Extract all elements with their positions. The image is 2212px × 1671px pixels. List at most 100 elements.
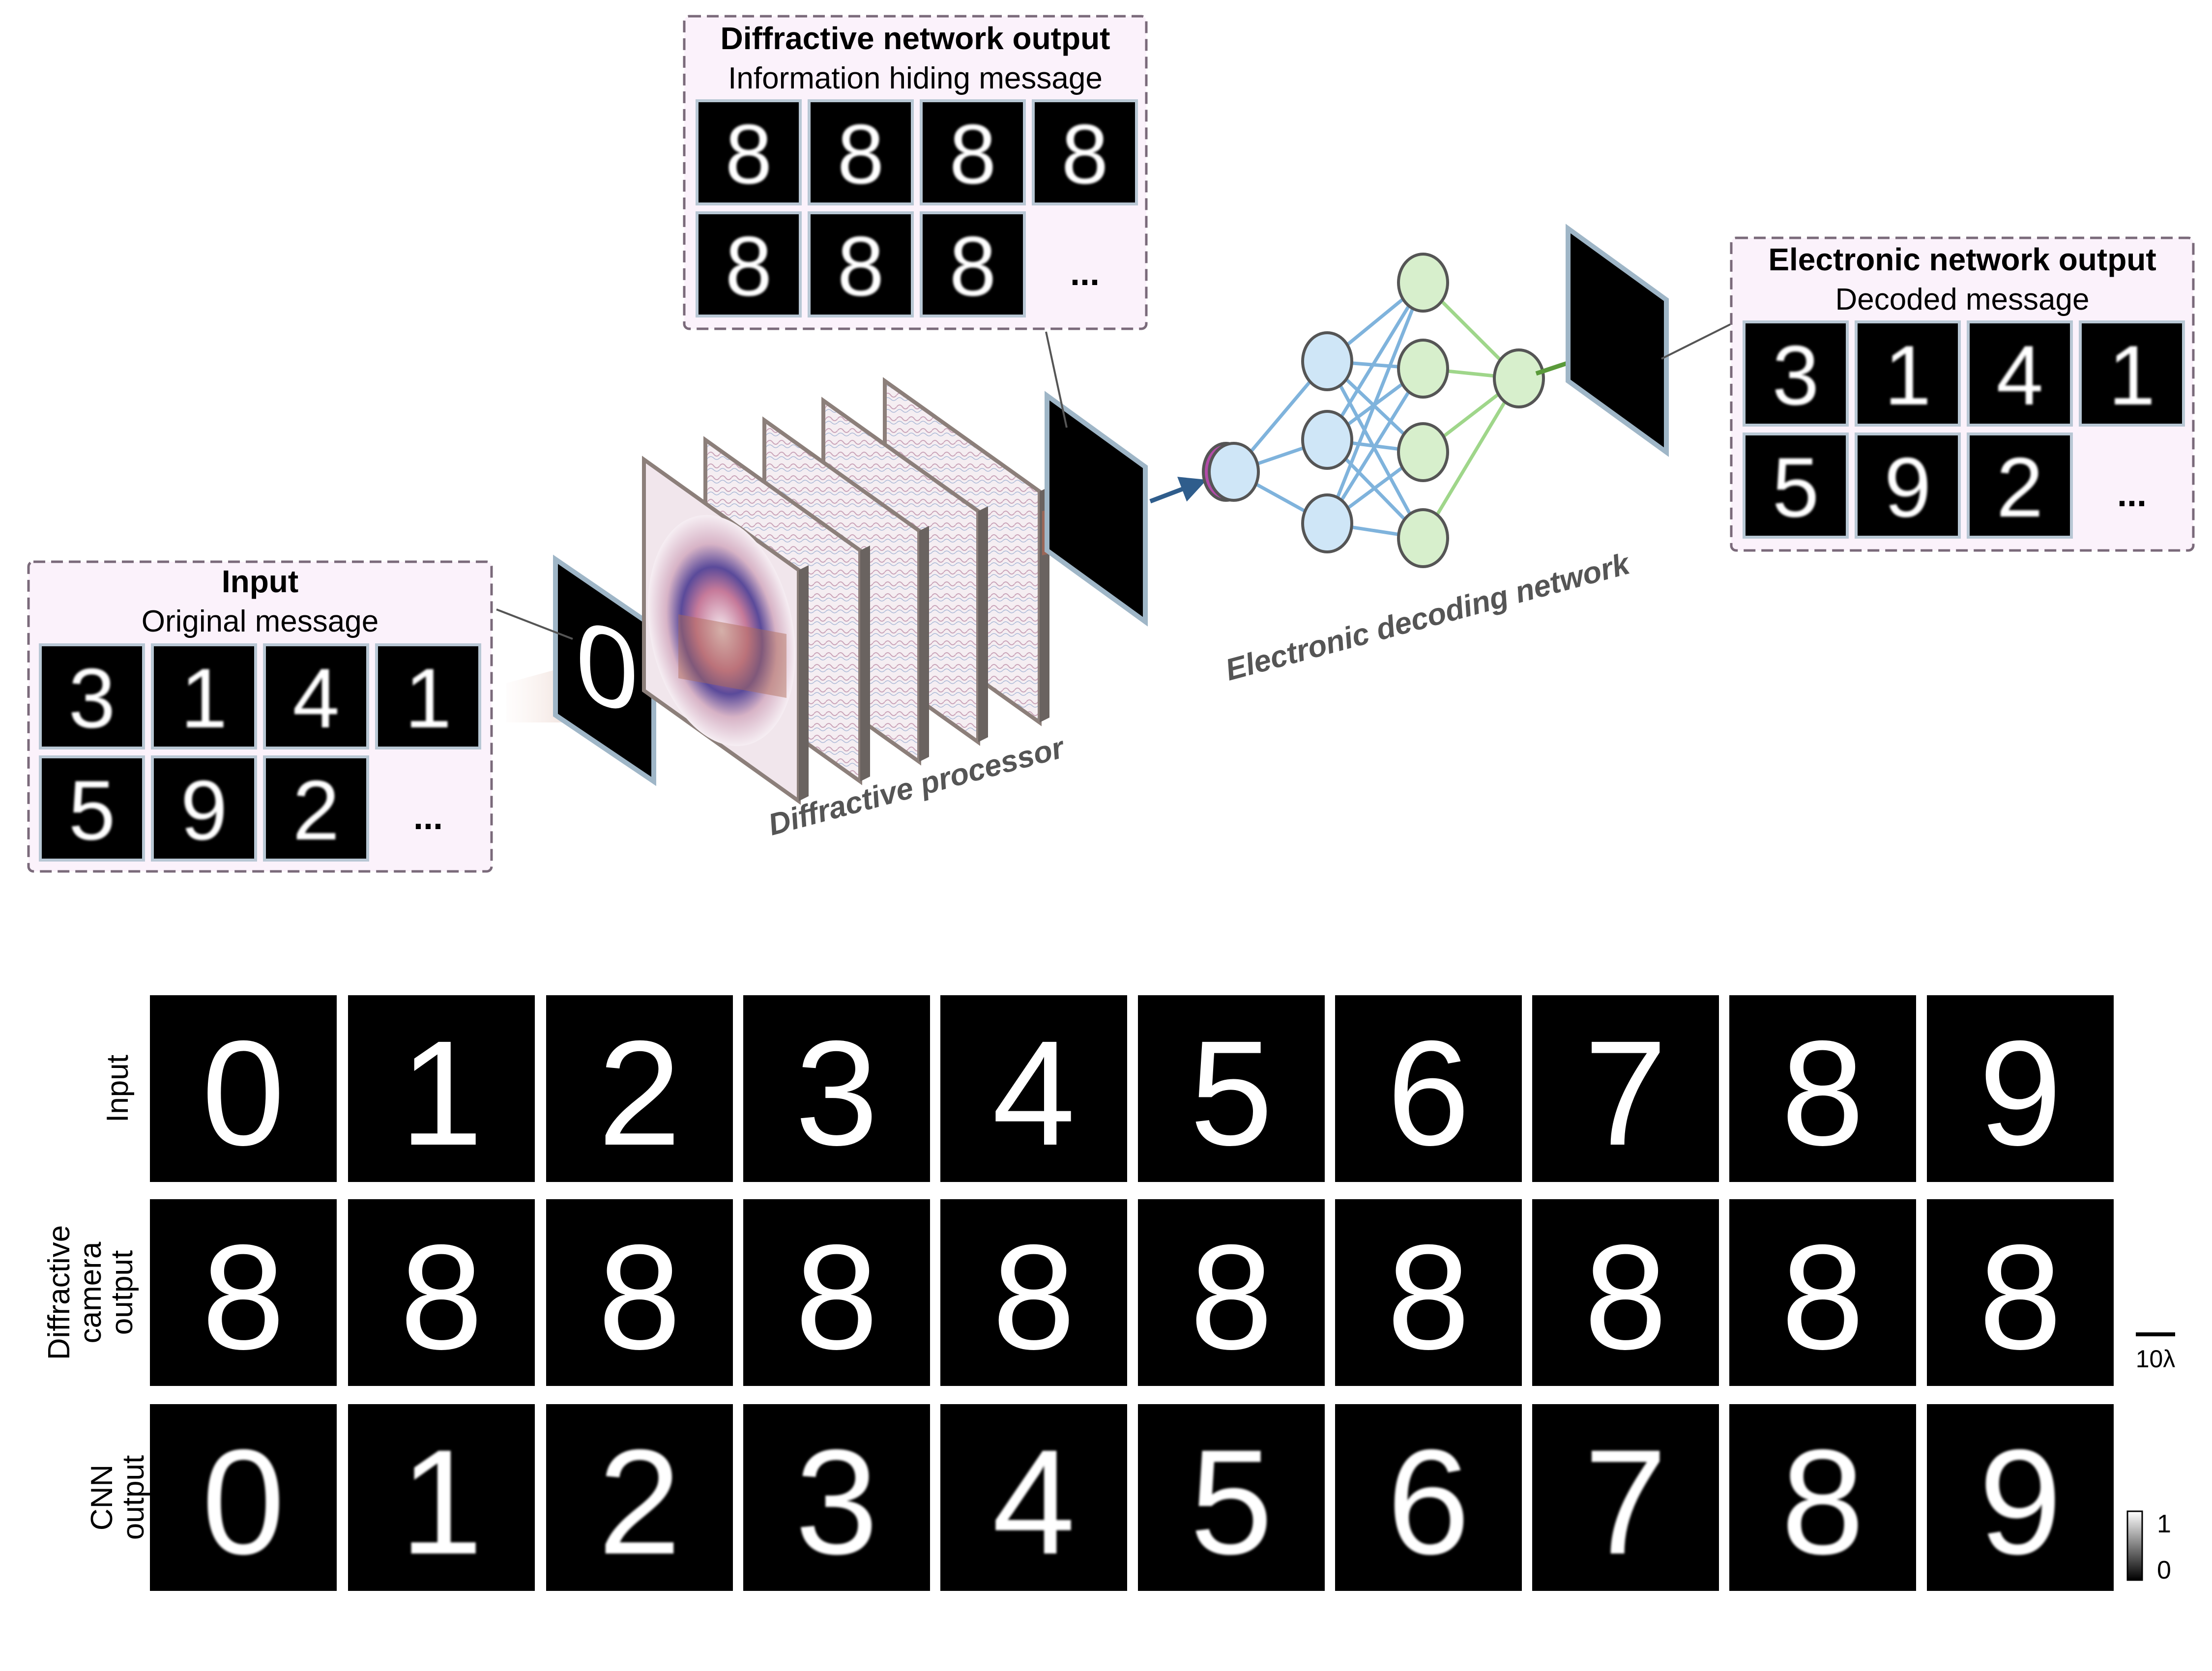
grid-digit-tile: 7 [1532,995,1719,1182]
digit-tile: 1 [1855,320,1961,427]
electronic-box-title: Electronic network output [1768,242,2156,277]
grid-digit: 4 [992,1419,1075,1585]
digit-tile-label: 1 [405,651,452,746]
network-output-node [1493,348,1545,408]
grid-digit: 8 [1979,1214,2062,1381]
row-label: Input [101,1055,135,1123]
digit-tile: 8 [920,211,1026,317]
digit-tile: 3 [1743,320,1849,427]
network-edge [1326,368,1425,524]
network-hidden-node [1397,508,1449,568]
grid-digit: 1 [400,1419,483,1585]
network-edge [1325,282,1425,524]
grid-digit: 8 [1781,1214,1864,1381]
ellipsis: ... [1070,254,1100,293]
network-hidden-node [1301,493,1353,553]
digit-tile: 1 [375,643,481,749]
digit-tile-label: 3 [1772,328,1819,423]
digit-tile-label: 5 [1772,440,1819,535]
grid-digit: 8 [992,1214,1075,1381]
grid-digit-tile: 8 [1729,1199,1916,1386]
grid-digit-tile: 2 [546,1404,733,1591]
digit-tile: 4 [263,643,369,749]
digit-tile-label: 9 [1884,440,1931,535]
grid-digit-tile: 6 [1335,995,1522,1182]
grid-digit: 0 [202,1419,285,1585]
diffractive-box-subtitle: Information hiding message [728,61,1103,95]
grid-digit-tile: 3 [743,1404,930,1591]
diffractive-output-box: Diffractive network output Information h… [683,15,1148,330]
colorbar-gradient [2126,1510,2143,1581]
network-hidden-node [1301,331,1353,391]
decoded-connector-line [1661,323,1731,360]
digit-tile-label: 8 [1061,107,1108,202]
grid-digit-tile: 1 [348,1404,535,1591]
grid-digit-tile: 8 [1729,995,1916,1182]
input-object-plane: 0 [553,554,656,786]
colorbar-min-label: 0 [2157,1556,2171,1585]
input-connector-line [496,608,573,640]
diffractive-box-title: Diffractive network output [721,21,1110,56]
network-hidden-node [1301,410,1353,470]
grid-digit: 8 [400,1214,483,1381]
decoded-plane-digit: 0 [1587,608,1650,755]
row-label-line: Diffractive [42,1225,76,1360]
digit-tile-label: 2 [1996,440,2043,535]
network-input-node [1208,442,1260,502]
diffractive-output-plane: 8 [1045,391,1148,749]
network-hidden-node [1397,422,1449,482]
grid-digit: 1 [400,1010,483,1177]
digit-tile: 8 [696,99,802,205]
digit-tile: 5 [39,755,145,862]
row-label-line: CNN [85,1465,119,1530]
grid-digit-tile: 3 [743,995,930,1182]
grid-digit: 8 [1781,1419,1864,1585]
digit-tile: 4 [1967,320,2073,427]
row-label-line: Input [101,1055,135,1123]
grid-digit: 4 [992,1010,1075,1177]
digit-tile-label: 1 [2108,328,2155,423]
network-edge [1421,377,1521,539]
grid-digit: 6 [1387,1010,1470,1177]
digit-tile-label: 1 [180,651,228,746]
ellipsis: ... [2117,475,2147,514]
digit-tile: 9 [151,755,257,862]
digit-tile-label: 8 [837,107,884,202]
grid-digit: 7 [1584,1010,1667,1177]
grid-digit: 6 [1387,1419,1470,1585]
digit-tile: 5 [1743,432,1849,539]
grid-digit: 5 [1190,1419,1273,1585]
scale-bar: 10λ [2136,1332,2175,1373]
digit-tile: 3 [39,643,145,749]
grid-digit: 3 [795,1419,878,1585]
network-hidden-node [1397,253,1449,313]
grid-digit: 8 [795,1214,878,1381]
grid-digit-tile: 6 [1335,1404,1522,1591]
grid-digit-tile: 8 [348,1199,535,1386]
colorbar-max-label: 1 [2157,1510,2171,1538]
digit-tile: 8 [920,99,1026,205]
digit-tile-label: 8 [837,219,884,314]
diffractive-layers [642,377,1049,805]
row-label-line: output [116,1455,150,1540]
digit-tile: 1 [151,643,257,749]
grid-digit: 0 [202,1010,285,1177]
grid-digit-tile: 8 [1138,1199,1325,1386]
arrow-to-network [1149,477,1207,504]
grid-digit: 8 [1781,1010,1864,1177]
grid-digit: 3 [795,1010,878,1177]
grid-digit-tile: 2 [546,995,733,1182]
network-edge [1325,360,1425,539]
grid-digit-tile: 0 [150,1404,337,1591]
grid-digit-tile: 8 [150,1199,337,1386]
grid-digit: 7 [1584,1419,1667,1585]
grid-digit-tile: 8 [940,1199,1127,1386]
electronic-box-subtitle: Decoded message [1835,283,2090,317]
grid-digit-tile: 0 [150,995,337,1182]
grid-digit-tile: 8 [743,1199,930,1386]
